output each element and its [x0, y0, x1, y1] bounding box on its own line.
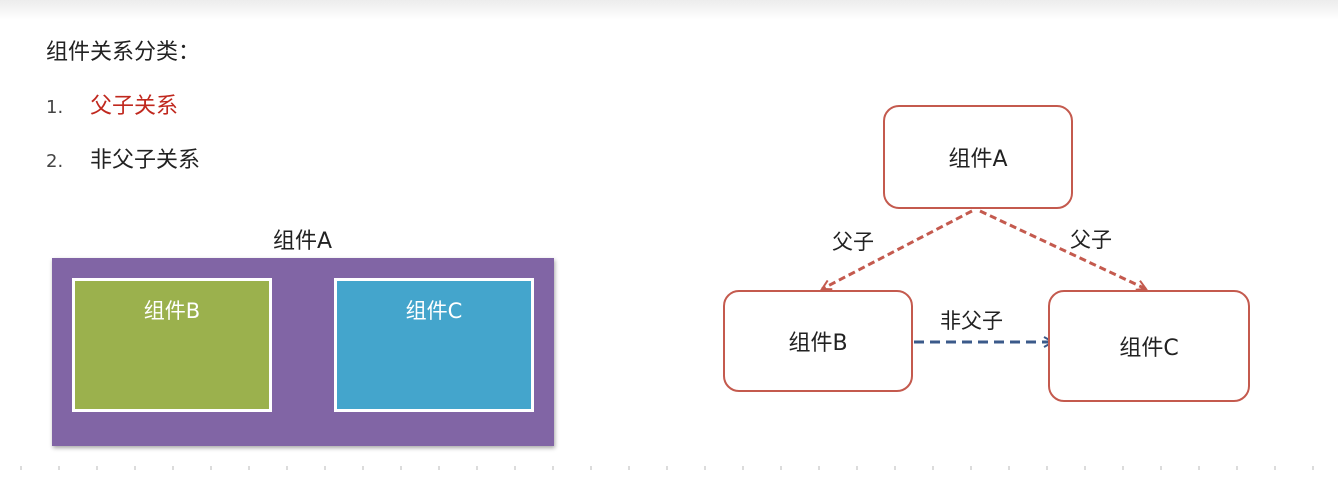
outer-component-label: 组件A [273, 229, 333, 254]
edge-label-parent-child-left: 父子 [832, 230, 874, 254]
arrow-a-to-b [822, 209, 973, 291]
node-c-label: 组件C [1119, 336, 1179, 361]
list-number: 2. [46, 151, 64, 172]
node-component-b: 组件B [723, 290, 913, 392]
edge-label-parent-child-right: 父子 [1070, 228, 1112, 252]
outer-component-box: 组件B 组件C [52, 258, 554, 446]
top-shade [0, 0, 1338, 20]
bottom-divider [20, 466, 1318, 470]
inner-component-c: 组件C [334, 278, 534, 412]
node-component-a: 组件A [883, 105, 1073, 209]
list-text: 父子关系 [90, 94, 179, 119]
list-item-non-parent-child: 2. 非父子关系 [46, 142, 200, 174]
node-component-c: 组件C [1048, 290, 1250, 402]
edge-label-non-parent-child: 非父子 [940, 309, 1003, 333]
inner-component-b: 组件B [72, 278, 272, 412]
node-b-label: 组件B [788, 331, 848, 356]
list-text: 非父子关系 [90, 148, 201, 173]
list-number: 1. [46, 97, 64, 118]
arrow-a-to-c [979, 209, 1146, 289]
heading: 组件关系分类： [46, 40, 201, 65]
inner-component-c-label: 组件C [405, 299, 463, 323]
list-item-parent-child: 1. 父子关系 [46, 88, 178, 120]
node-a-label: 组件A [948, 147, 1008, 172]
inner-component-b-label: 组件B [143, 299, 201, 323]
